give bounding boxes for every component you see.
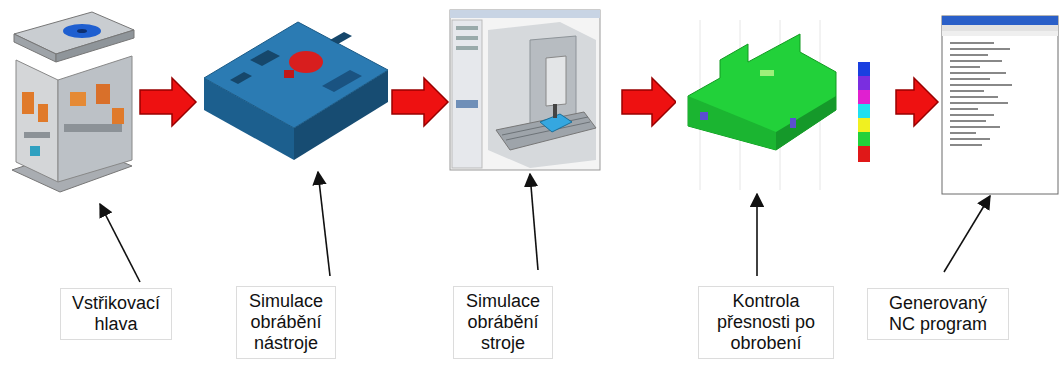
accuracy-check-picture [676, 12, 890, 194]
machine-screenshot [456, 36, 478, 40]
label-box: Simulace obrábění stroje [453, 286, 553, 359]
nc-program-window [950, 132, 976, 134]
mould-picture [16, 60, 58, 182]
nc-program-window [942, 25, 1058, 31]
accuracy-check-picture [858, 104, 870, 118]
label-box: Generovaný NC program [867, 288, 1009, 340]
nc-program-window [950, 54, 988, 56]
nc-program-window [950, 114, 994, 116]
nc-program-window [942, 16, 1058, 194]
label-text: Simulace obrábění stroje [460, 291, 546, 354]
tool-plate-picture [322, 70, 362, 92]
leader-arrow [318, 172, 330, 276]
nc-program-window [950, 72, 1006, 74]
nc-program-window [950, 108, 978, 110]
flow-arrow [622, 78, 676, 126]
mould-picture [96, 84, 110, 104]
flow-arrow [622, 78, 676, 126]
leader-arrow [944, 196, 990, 272]
machine-screenshot [450, 10, 600, 18]
nc-program-window [950, 78, 990, 80]
leader-arrow [756, 194, 758, 276]
accuracy-check-picture [688, 34, 836, 150]
label-box: Simulace obrábění nástroje [236, 286, 336, 359]
machine-screenshot [456, 26, 478, 30]
label-box: Vstřikovací hlava [60, 288, 172, 340]
label-box: Kontrola přesnosti po obrobení [698, 286, 834, 359]
nc-program-window [950, 84, 1012, 86]
accuracy-check-picture [858, 132, 870, 146]
tool-plate-picture [204, 22, 388, 160]
label-text: Vstřikovací hlava [67, 293, 165, 335]
tool-plate-picture [230, 72, 252, 84]
flow-arrow [140, 78, 196, 126]
mould-picture [30, 146, 40, 156]
label-text: Simulace obrábění nástroje [243, 291, 329, 354]
nc-program-window [942, 16, 1058, 194]
nc-program-window [950, 102, 1008, 104]
tool-plate-picture [289, 51, 323, 73]
accuracy-check-picture [700, 112, 708, 120]
accuracy-check-picture [858, 118, 870, 132]
mould-picture [12, 12, 134, 192]
leader-arrow [100, 172, 990, 282]
accuracy-check-picture [688, 96, 776, 150]
accuracy-check-picture [760, 70, 774, 76]
mould-picture [58, 56, 132, 182]
nc-program-window [950, 42, 994, 44]
machine-screenshot [450, 10, 600, 170]
accuracy-check-picture [790, 118, 796, 128]
flow-arrow [140, 78, 196, 126]
nc-program-window [942, 16, 1058, 25]
accuracy-check-picture [858, 90, 870, 104]
machine-screenshot [553, 104, 557, 118]
accuracy-check-picture [776, 96, 836, 150]
machine-screenshot [488, 22, 596, 168]
nc-program-window [950, 144, 982, 146]
mould-picture [24, 132, 50, 138]
label-text: Generovaný NC program [874, 293, 1002, 335]
mould-picture [77, 29, 87, 33]
nc-program-window [950, 66, 980, 68]
mould-picture [70, 92, 86, 106]
flow-arrow [392, 78, 448, 126]
machine-screenshot [530, 36, 576, 124]
machine-screenshot [456, 46, 478, 50]
machine-screenshot [546, 56, 566, 106]
leader-arrow [530, 174, 538, 270]
leader-arrow [100, 204, 140, 282]
machine-screenshot [452, 20, 482, 168]
label-text: Kontrola přesnosti po obrobení [705, 291, 827, 354]
flow-arrow [392, 78, 448, 126]
machine-screenshot [456, 100, 478, 108]
mould-picture [14, 34, 56, 62]
mould-picture [38, 104, 48, 122]
machine-screenshot [450, 10, 600, 170]
nc-program-window [950, 60, 1002, 62]
mould-picture [112, 108, 124, 124]
accuracy-check-picture [858, 146, 870, 162]
accuracy-check-picture [858, 76, 870, 90]
nc-program-window [942, 31, 1058, 36]
tool-plate-picture [250, 50, 280, 66]
tool-plate-picture [204, 22, 388, 128]
nc-program-window [950, 126, 1000, 128]
accuracy-check-picture [858, 62, 870, 76]
mould-picture [64, 124, 122, 132]
nc-program-window [950, 90, 984, 92]
accuracy-check-picture [676, 12, 890, 194]
flow-arrow [896, 78, 938, 126]
machine-screenshot [496, 112, 596, 150]
flow-arrow [896, 78, 938, 126]
nc-program-window [950, 96, 998, 98]
mould-picture [22, 92, 34, 114]
tool-plate-picture [330, 32, 352, 44]
tool-plate-picture [284, 70, 294, 78]
nc-program-window [950, 138, 990, 140]
nc-program-window [950, 48, 1010, 50]
mould-picture [63, 24, 101, 38]
nc-program-window [950, 120, 986, 122]
